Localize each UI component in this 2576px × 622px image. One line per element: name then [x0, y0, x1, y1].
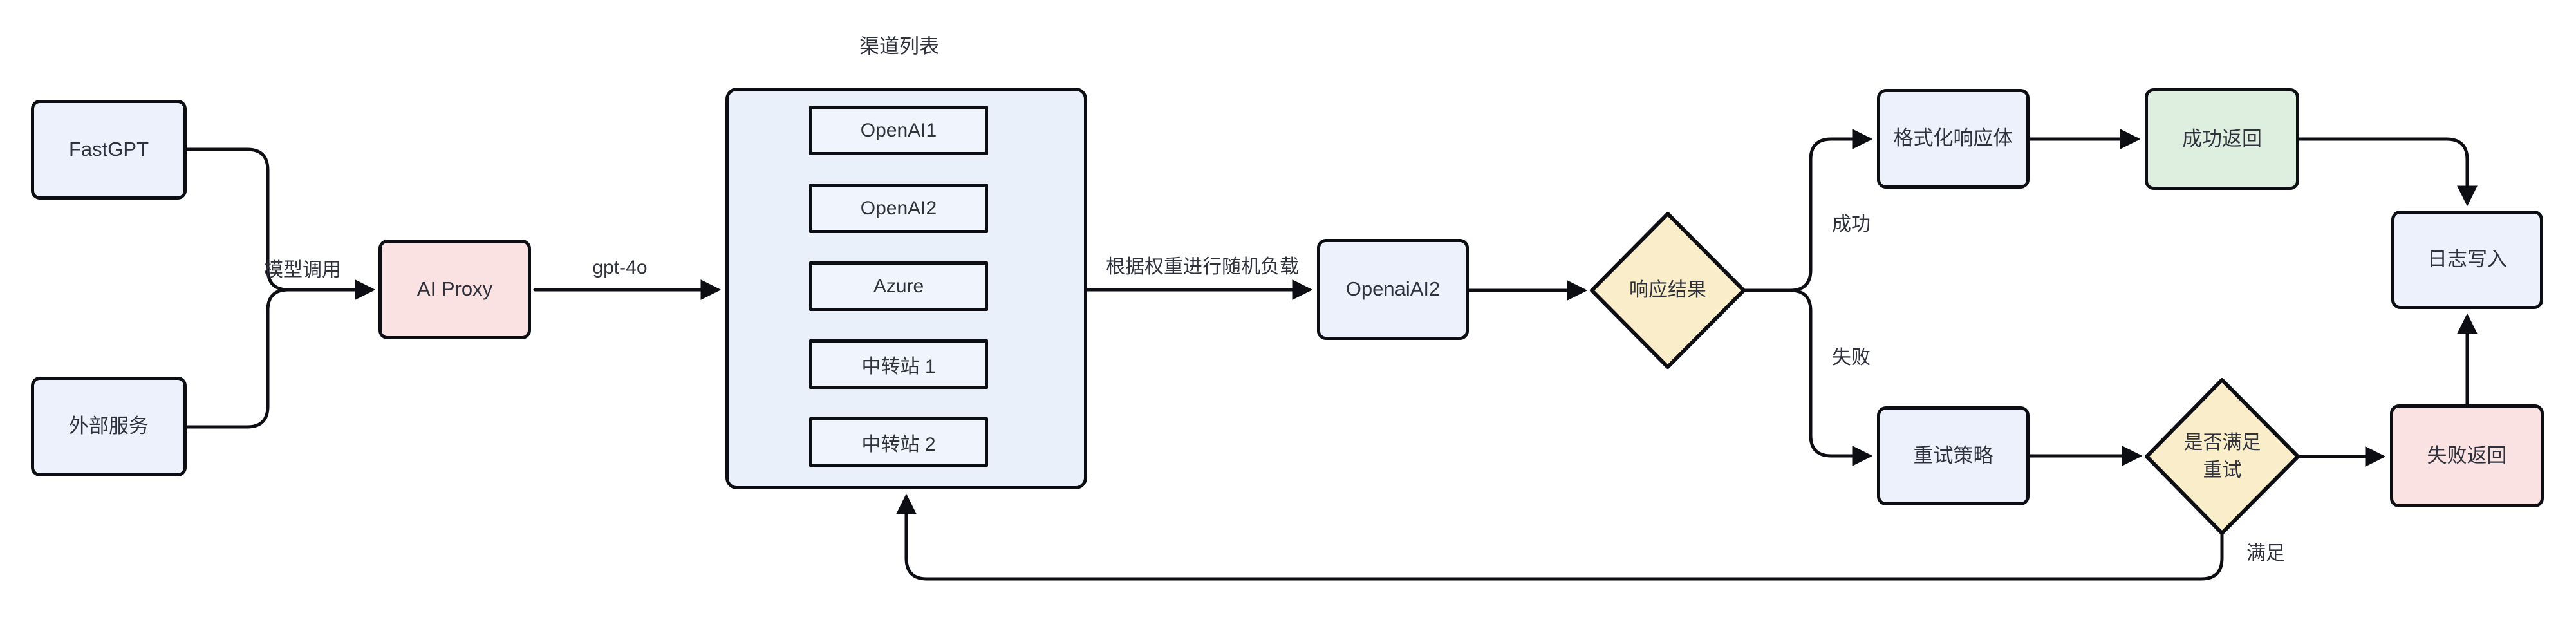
- node-external-service: 外部服务: [31, 377, 187, 476]
- channel-item-relay2: 中转站 2: [809, 417, 988, 467]
- channel-item-openai2: OpenAI2: [809, 184, 988, 233]
- edge-label-model-call: 模型调用: [264, 259, 341, 281]
- node-format-response: 格式化响应体: [1877, 89, 2030, 189]
- edge-label-satisfied: 满足: [2246, 543, 2285, 564]
- edge-external-to-aiproxy: [185, 288, 304, 429]
- channel-item-relay1: 中转站 1: [809, 339, 988, 389]
- edge-label-fail: 失败: [1832, 347, 1871, 368]
- edge-fastgpt-to-aiproxy: [185, 147, 376, 301]
- node-log-write: 日志写入: [2391, 211, 2543, 309]
- node-ai-proxy: AI Proxy: [378, 240, 531, 339]
- edge-label-load-balance: 根据权重进行随机负载: [1106, 256, 1299, 278]
- node-openai-ai2: OpenaiAI2: [1317, 239, 1469, 340]
- node-fastgpt: FastGPT: [31, 100, 187, 200]
- edge-satisfied-loopback: [895, 493, 2224, 581]
- edge-label-gpt-4o: gpt-4o: [592, 257, 648, 278]
- edge-success-to-log: [2297, 137, 2478, 207]
- channel-item-openai1: OpenAI1: [809, 106, 988, 155]
- node-fail-return: 失败返回: [2390, 404, 2544, 507]
- node-retry-strategy: 重试策略: [1877, 406, 2030, 505]
- channel-item-azure: Azure: [809, 261, 988, 311]
- edge-result-success-branch: [1742, 128, 1873, 292]
- channel-list-title: 渠道列表: [859, 35, 939, 58]
- response-result-diamond: [1590, 212, 1746, 369]
- retry-check-diamond: [2145, 378, 2300, 535]
- edge-result-fail-branch: [1742, 288, 1873, 467]
- node-success-return: 成功返回: [2145, 88, 2299, 190]
- edge-label-success: 成功: [1832, 214, 1871, 235]
